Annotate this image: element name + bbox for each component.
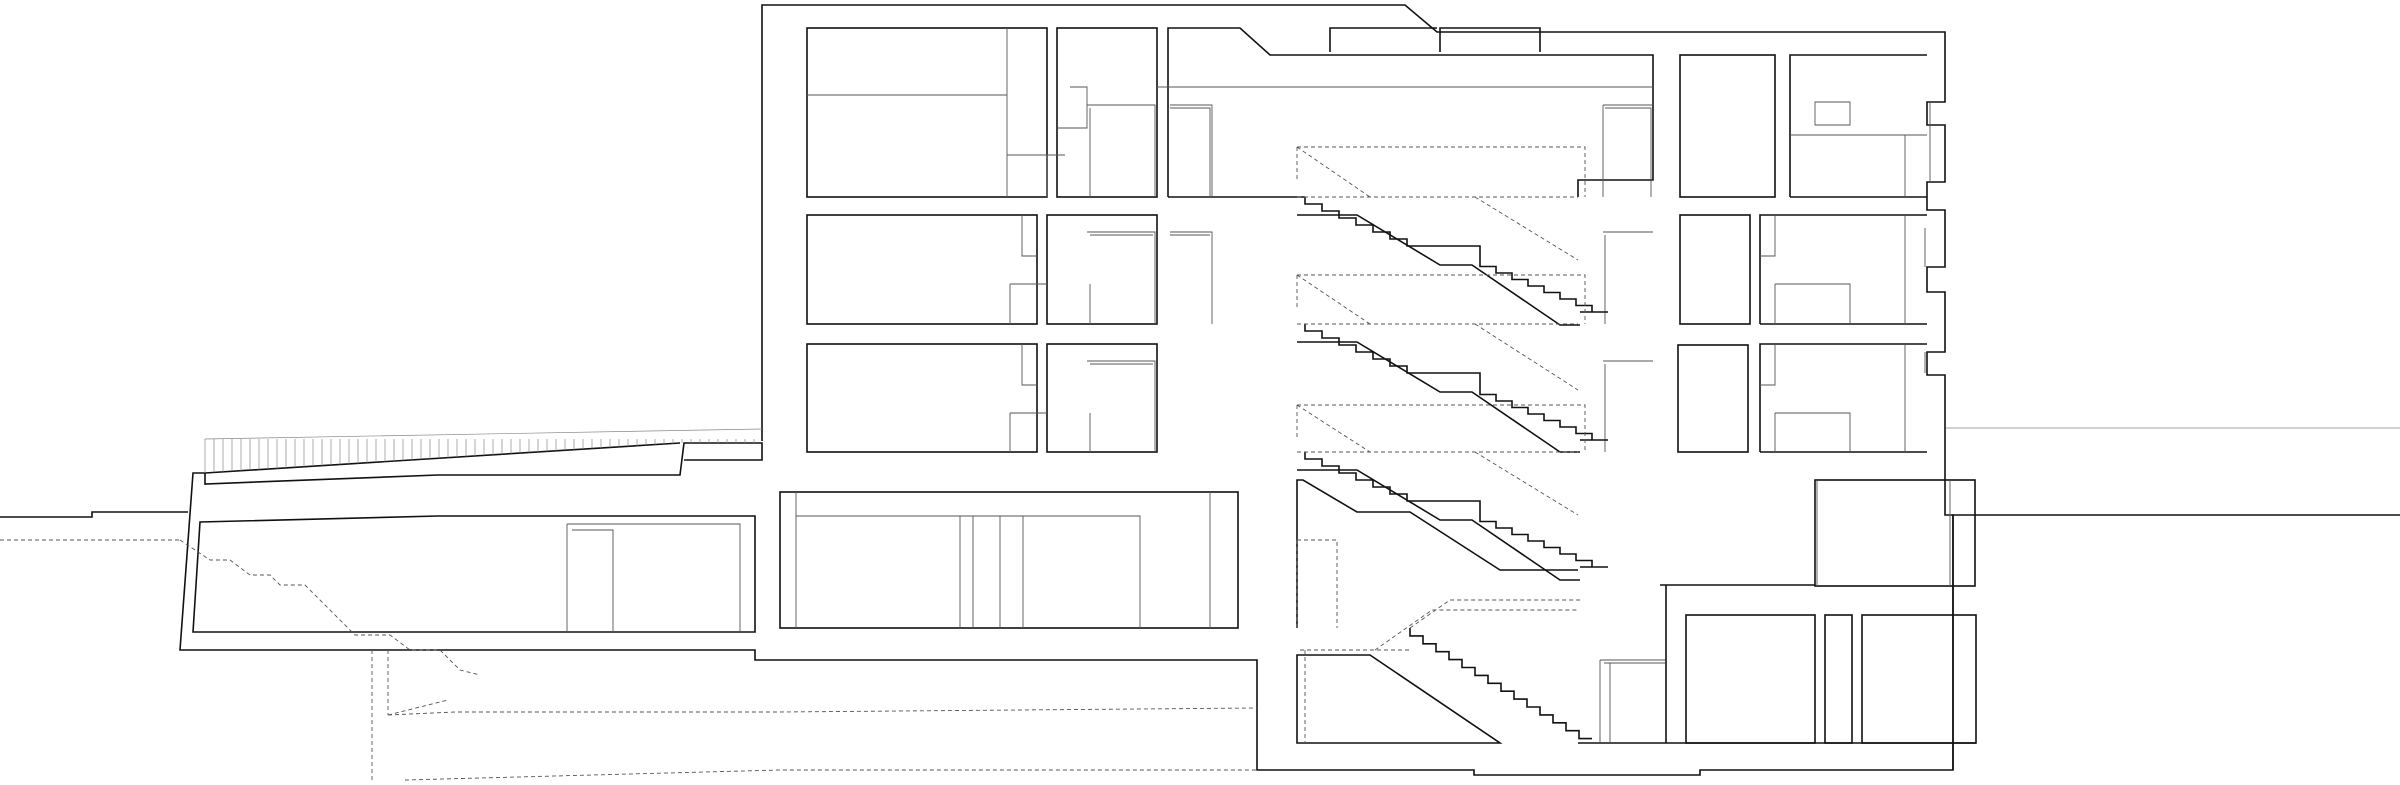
stair-soffit-lower xyxy=(1296,479,1578,628)
stair-soffit xyxy=(1297,214,1580,326)
rooms xyxy=(779,27,1977,744)
stair-flight-lower xyxy=(1409,628,1592,740)
rooflight xyxy=(1329,27,1541,52)
railing-top xyxy=(204,428,763,440)
ground-line-left xyxy=(0,511,188,518)
hidden-lines xyxy=(0,146,1586,781)
building-outline xyxy=(179,4,1954,776)
ground-line-right xyxy=(1952,514,2400,770)
railing-hatch xyxy=(204,428,763,473)
roof-parapet xyxy=(204,442,681,474)
stair-soffit xyxy=(1297,341,1580,453)
left-wing-inner xyxy=(192,515,756,633)
interior-details xyxy=(566,28,1951,743)
stairs xyxy=(1296,197,1608,740)
stair-soffit xyxy=(1297,469,1580,581)
